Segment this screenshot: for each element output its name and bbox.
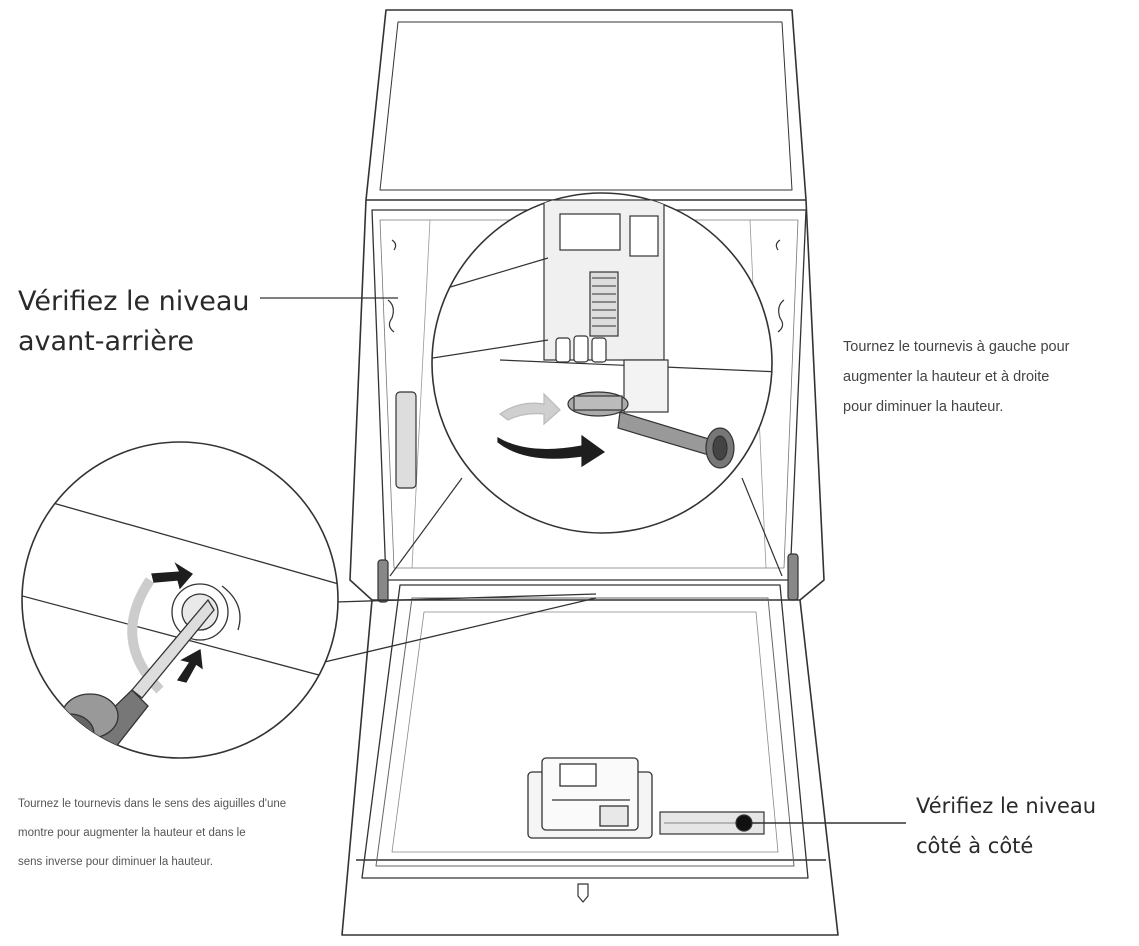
- zoom-circle-leveling-foot: [389, 192, 783, 577]
- left-rail: [395, 391, 417, 489]
- door-latch-icon: [577, 883, 589, 903]
- spirit-level-side: [659, 811, 765, 835]
- zoom-circle-screwdriver: [21, 441, 339, 759]
- leader-lines: [260, 297, 906, 824]
- door-inner-panel: [361, 584, 809, 879]
- callout-side-to-side-level: Vérifiez le niveau côté à côté: [916, 794, 1097, 858]
- cabinet-top-panel: [365, 9, 807, 201]
- side-rails: [377, 239, 799, 603]
- rotate-left-arrow-icon: [498, 392, 561, 426]
- left-hinge: [377, 559, 389, 603]
- cabinet-left-side: [349, 199, 373, 601]
- instruction-screwdriver-left-right: Tournez le tournevis à gauche pour augme…: [843, 339, 1070, 415]
- open-door: [341, 584, 839, 936]
- callout-front-back-level: Vérifiez le niveau avant-arrière: [18, 286, 250, 357]
- detergent-dispenser: [527, 757, 653, 839]
- level-bubble-icon: [735, 814, 753, 832]
- turn-down-arrow-icon: [151, 562, 193, 590]
- screwdriver-icon: [131, 598, 215, 699]
- turn-up-arrow-icon: [176, 648, 203, 683]
- door-outer: [341, 599, 839, 936]
- cabinet-right-side: [799, 199, 825, 601]
- right-hinge: [787, 553, 799, 601]
- instruction-clockwise: Tournez le tournevis dans le sens des ai…: [18, 798, 287, 868]
- rotate-right-arrow-icon: [497, 434, 606, 468]
